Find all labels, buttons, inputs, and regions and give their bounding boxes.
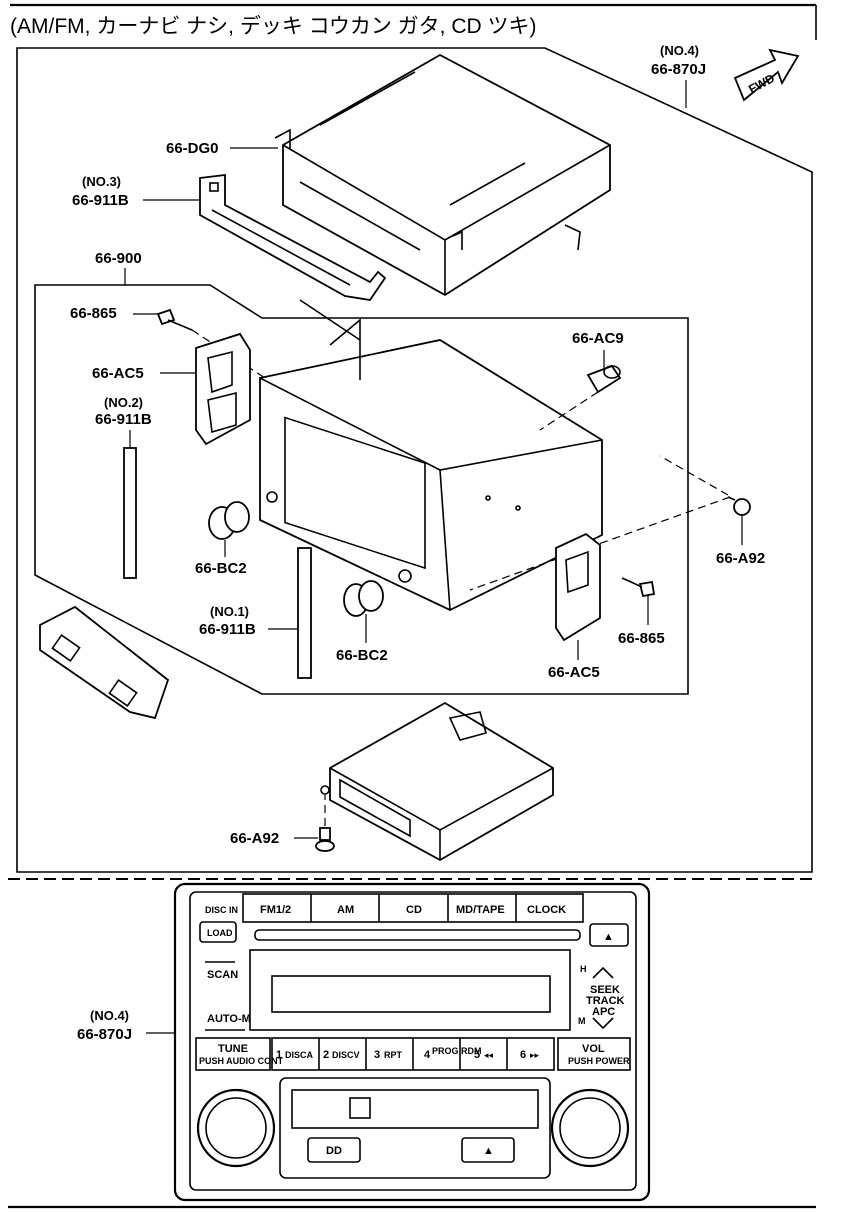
dash-ac9 <box>539 391 599 431</box>
panel-disc-in: DISC IN <box>205 905 238 915</box>
button-am[interactable]: AM <box>337 904 354 916</box>
dash-a92-upper <box>659 455 729 496</box>
label-870j-top: 66-870J <box>651 61 706 78</box>
outer-frame <box>16 47 813 873</box>
preset-1-sub: DISCA <box>285 1050 314 1060</box>
cd-slot <box>254 929 581 941</box>
part-cd-box <box>320 701 554 862</box>
part-66-911b-no2 <box>123 447 137 579</box>
fwd-arrow-icon: FWD <box>733 48 800 102</box>
display-lcd <box>271 975 551 1013</box>
preset-6-sub: ▸▸ <box>530 1050 540 1060</box>
preset-1-num[interactable]: 1 <box>276 1049 282 1061</box>
preset-2-sub: DISCV <box>332 1050 360 1060</box>
label-865-right: 66-865 <box>618 630 665 647</box>
label-870j-bottom: 66-870J <box>77 1026 132 1043</box>
label-865-left: 66-865 <box>70 305 117 322</box>
load-button[interactable] <box>199 921 237 943</box>
radio-front-panel: DISC IN LOAD SCAN AUTO-M FM1/2 AM CD MD/… <box>173 882 651 1202</box>
panel-m-mark: M <box>578 1016 586 1026</box>
tape-deck <box>279 1077 551 1179</box>
label-911b-no2-note: (NO.2) <box>104 395 143 410</box>
tune-knob[interactable] <box>196 1088 276 1168</box>
part-66-ac5-right <box>555 532 601 642</box>
label-870j-top-note: (NO.4) <box>660 43 699 58</box>
button-md-tape[interactable]: MD/TAPE <box>456 904 505 916</box>
load-button-label: LOAD <box>207 928 233 938</box>
label-911b-no3-note: (NO.3) <box>82 174 121 189</box>
vol-button[interactable] <box>557 1037 631 1071</box>
part-66-ac5-left <box>195 332 251 446</box>
button-cd[interactable]: CD <box>406 904 422 916</box>
part-66-865-right <box>621 577 656 598</box>
label-900: 66-900 <box>95 250 142 267</box>
button-fm12[interactable]: FM1/2 <box>260 904 291 916</box>
tune-button[interactable] <box>195 1037 271 1071</box>
part-66-bc2-left <box>208 501 250 540</box>
dash-a92-right <box>469 496 731 591</box>
tape-slot <box>291 1089 539 1129</box>
part-66-dg0 <box>274 53 611 297</box>
seek-up-icon[interactable] <box>592 966 614 979</box>
tape-dolby-icon: DD <box>326 1145 342 1157</box>
preset-4-sub: PROG RDM <box>432 1046 482 1056</box>
panel-h-mark: H <box>580 964 587 974</box>
label-870j-bottom-note: (NO.4) <box>90 1008 129 1023</box>
label-bc2-center: 66-BC2 <box>336 647 388 664</box>
label-a92-bottom: 66-A92 <box>230 830 279 847</box>
label-bc2-left: 66-BC2 <box>195 560 247 577</box>
tape-eject-button[interactable] <box>461 1137 515 1163</box>
part-face-plate <box>39 605 170 720</box>
label-911b-no2: 66-911B <box>95 411 152 428</box>
vol-sub-label: PUSH POWER <box>568 1056 630 1066</box>
panel-seek: SEEK <box>590 984 620 996</box>
seek-down-icon[interactable] <box>592 1017 614 1030</box>
header-title: (AM/FM, カーナビ ナシ, デッキ コウカン ガタ, CD ツキ) <box>10 15 536 38</box>
label-911b-no1-note: (NO.1) <box>210 604 249 619</box>
preset-3-sub: RPT <box>384 1050 403 1060</box>
part-66-a92-right <box>727 496 751 516</box>
part-66-911b-no1 <box>297 547 312 679</box>
display-window <box>249 949 571 1031</box>
tune-label: TUNE <box>218 1043 248 1055</box>
preset-5-num[interactable]: 5 <box>474 1049 480 1061</box>
button-clock[interactable]: CLOCK <box>527 904 566 916</box>
panel-apc: APC <box>592 1006 615 1018</box>
tune-sub-label: PUSH AUDIO CONT <box>199 1056 284 1066</box>
panel-track: TRACK <box>586 995 625 1007</box>
part-66-a92-bottom <box>315 827 335 852</box>
preset-5-sub: ◂◂ <box>484 1050 494 1060</box>
label-ac5-right: 66-AC5 <box>548 664 600 681</box>
top-button-row <box>242 893 584 923</box>
sub-frame-900 <box>34 284 689 695</box>
tape-dolby-button[interactable] <box>307 1137 361 1163</box>
vol-knob[interactable] <box>550 1088 630 1168</box>
preset-2-num[interactable]: 2 <box>323 1049 329 1061</box>
preset-3-num[interactable]: 3 <box>374 1049 380 1061</box>
part-main-unit <box>259 299 603 611</box>
label-911b-no3: 66-911B <box>72 192 129 209</box>
part-66-bc2-center <box>343 580 384 617</box>
panel-auto-m: AUTO-M <box>207 1013 251 1025</box>
part-66-865-left <box>156 308 193 331</box>
preset-4-num[interactable]: 4 <box>424 1049 431 1061</box>
cd-eject-icon: ▲ <box>603 931 614 943</box>
part-66-911b-no3 <box>199 173 387 301</box>
label-a92-right: 66-A92 <box>716 550 765 567</box>
label-911b-no1: 66-911B <box>199 621 256 638</box>
label-ac9: 66-AC9 <box>572 330 624 347</box>
cd-eject-button[interactable] <box>589 923 629 947</box>
vol-label: VOL <box>582 1043 605 1055</box>
preset-6-num[interactable]: 6 <box>520 1049 526 1061</box>
label-ac5-left: 66-AC5 <box>92 365 144 382</box>
tape-eject-icon: ▲ <box>483 1145 494 1157</box>
label-dg0: 66-DG0 <box>166 140 219 157</box>
panel-scan: SCAN <box>207 969 238 981</box>
